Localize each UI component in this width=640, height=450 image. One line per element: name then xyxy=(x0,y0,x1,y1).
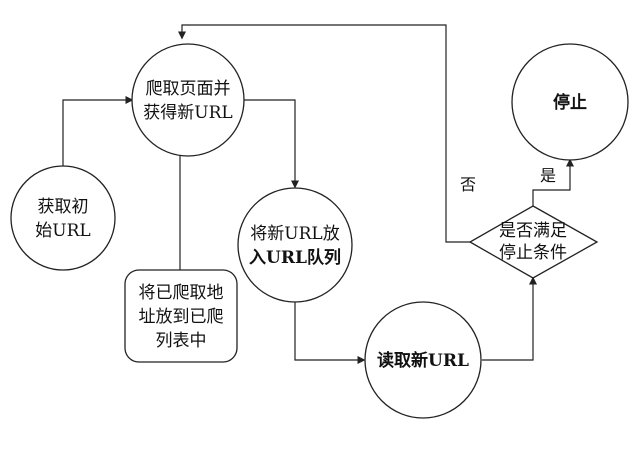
edge-check-no-loop xyxy=(178,24,470,243)
edge-check-to-stop xyxy=(532,158,574,206)
node-queue-line1: 将新URL放 xyxy=(250,224,339,244)
edge-queue-to-read xyxy=(294,302,366,364)
node-read-new-url: 读取新URL xyxy=(364,301,482,419)
node-move-to-crawled-list: 将已爬取地 址放到已爬 列表中 xyxy=(124,269,238,363)
node-check-line2: 停止条件 xyxy=(499,243,567,263)
node-crawled-line2: 址放到已爬 xyxy=(139,307,224,327)
node-crawled-line1: 将已爬取地 xyxy=(139,283,224,303)
edge-initial-to-crawl xyxy=(62,96,134,166)
node-crawl-page-line1: 爬取页面并 xyxy=(146,79,231,99)
node-check-line1: 是否满足 xyxy=(499,221,567,241)
node-get-initial-url: 获取初 始URL xyxy=(10,165,116,271)
edge-read-to-check xyxy=(482,276,537,361)
edge-crawl-to-queue xyxy=(244,99,299,189)
edges xyxy=(62,24,574,364)
node-queue-line2: 入URL队列 xyxy=(249,247,341,268)
node-get-initial-line2: 始URL xyxy=(35,221,90,241)
edge-label-yes: 是 xyxy=(540,166,556,185)
node-crawl-page-line2: 获得新URL xyxy=(143,103,232,123)
node-crawled-line3: 列表中 xyxy=(156,331,207,351)
edge-label-no: 否 xyxy=(460,175,476,194)
node-put-new-url-queue: 将新URL放 入URL队列 xyxy=(237,187,353,303)
node-crawl-page: 爬取页面并 获得新URL xyxy=(131,43,245,157)
node-stop: 停止 xyxy=(511,43,629,161)
node-get-initial-line1: 获取初 xyxy=(38,197,89,217)
node-check-stop-condition: 是否满足 停止条件 xyxy=(468,205,599,279)
node-read-line1: 读取新URL xyxy=(377,350,469,371)
node-stop-line1: 停止 xyxy=(553,92,587,113)
